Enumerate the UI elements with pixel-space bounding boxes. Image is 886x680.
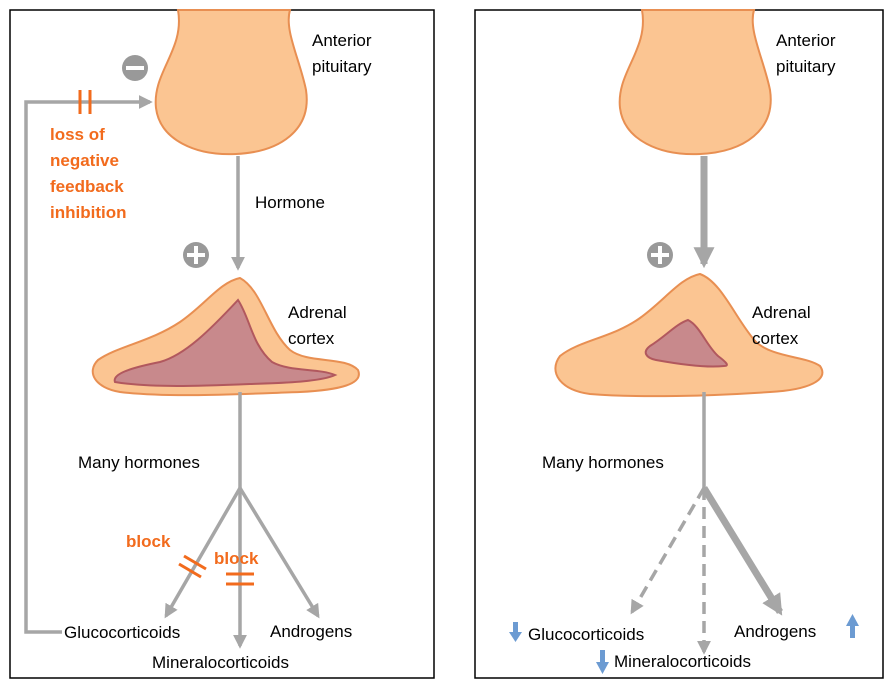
left-many-hormones-label: Many hormones [78,453,200,472]
feedback-text-line2: negative [50,151,119,170]
right-glucocorticoids-label: Glucocorticoids [528,625,644,644]
mineralocorticoids-down-arrow-icon [596,650,609,674]
left-mineralocorticoids-label: Mineralocorticoids [152,653,289,672]
right-pituitary-label-line1: Anterior [776,31,836,50]
feedback-text-line4: inhibition [50,203,126,222]
hormone-label: Hormone [255,193,325,212]
left-adrenal-label-line2: cortex [288,329,335,348]
left-pituitary-label-line2: pituitary [312,57,372,76]
left-androgens-label: Androgens [270,622,352,641]
left-panel: Anterior pituitary Hormone Adrenal corte… [10,10,434,678]
block-mark-glucocorticoids [179,556,206,577]
left-pituitary-label-line1: Anterior [312,31,372,50]
androgens-up-arrow-icon [846,614,859,638]
left-pituitary-gland [156,10,307,154]
right-arrow-glucocorticoids [632,488,704,612]
right-pituitary-gland [620,10,771,154]
block-label-1: block [126,532,171,551]
left-adrenal-label-line1: Adrenal [288,303,347,322]
right-arrow-androgens [704,488,780,612]
right-mineralocorticoids-label: Mineralocorticoids [614,652,751,671]
left-minus-icon [122,55,148,81]
left-glucocorticoids-label: Glucocorticoids [64,623,180,642]
right-pituitary-label-line2: pituitary [776,57,836,76]
glucocorticoids-down-arrow-icon [509,622,522,642]
right-many-hormones-label: Many hormones [542,453,664,472]
right-adrenal-label-line1: Adrenal [752,303,811,322]
feedback-text-line1: loss of [50,125,105,144]
left-plus-icon [183,242,209,268]
right-plus-icon [647,242,673,268]
right-androgens-label: Androgens [734,622,816,641]
feedback-text-line3: feedback [50,177,124,196]
right-panel: Anterior pituitary Adrenal cortex Many h… [475,10,883,678]
right-adrenal-label-line2: cortex [752,329,799,348]
block-label-2: block [214,549,259,568]
